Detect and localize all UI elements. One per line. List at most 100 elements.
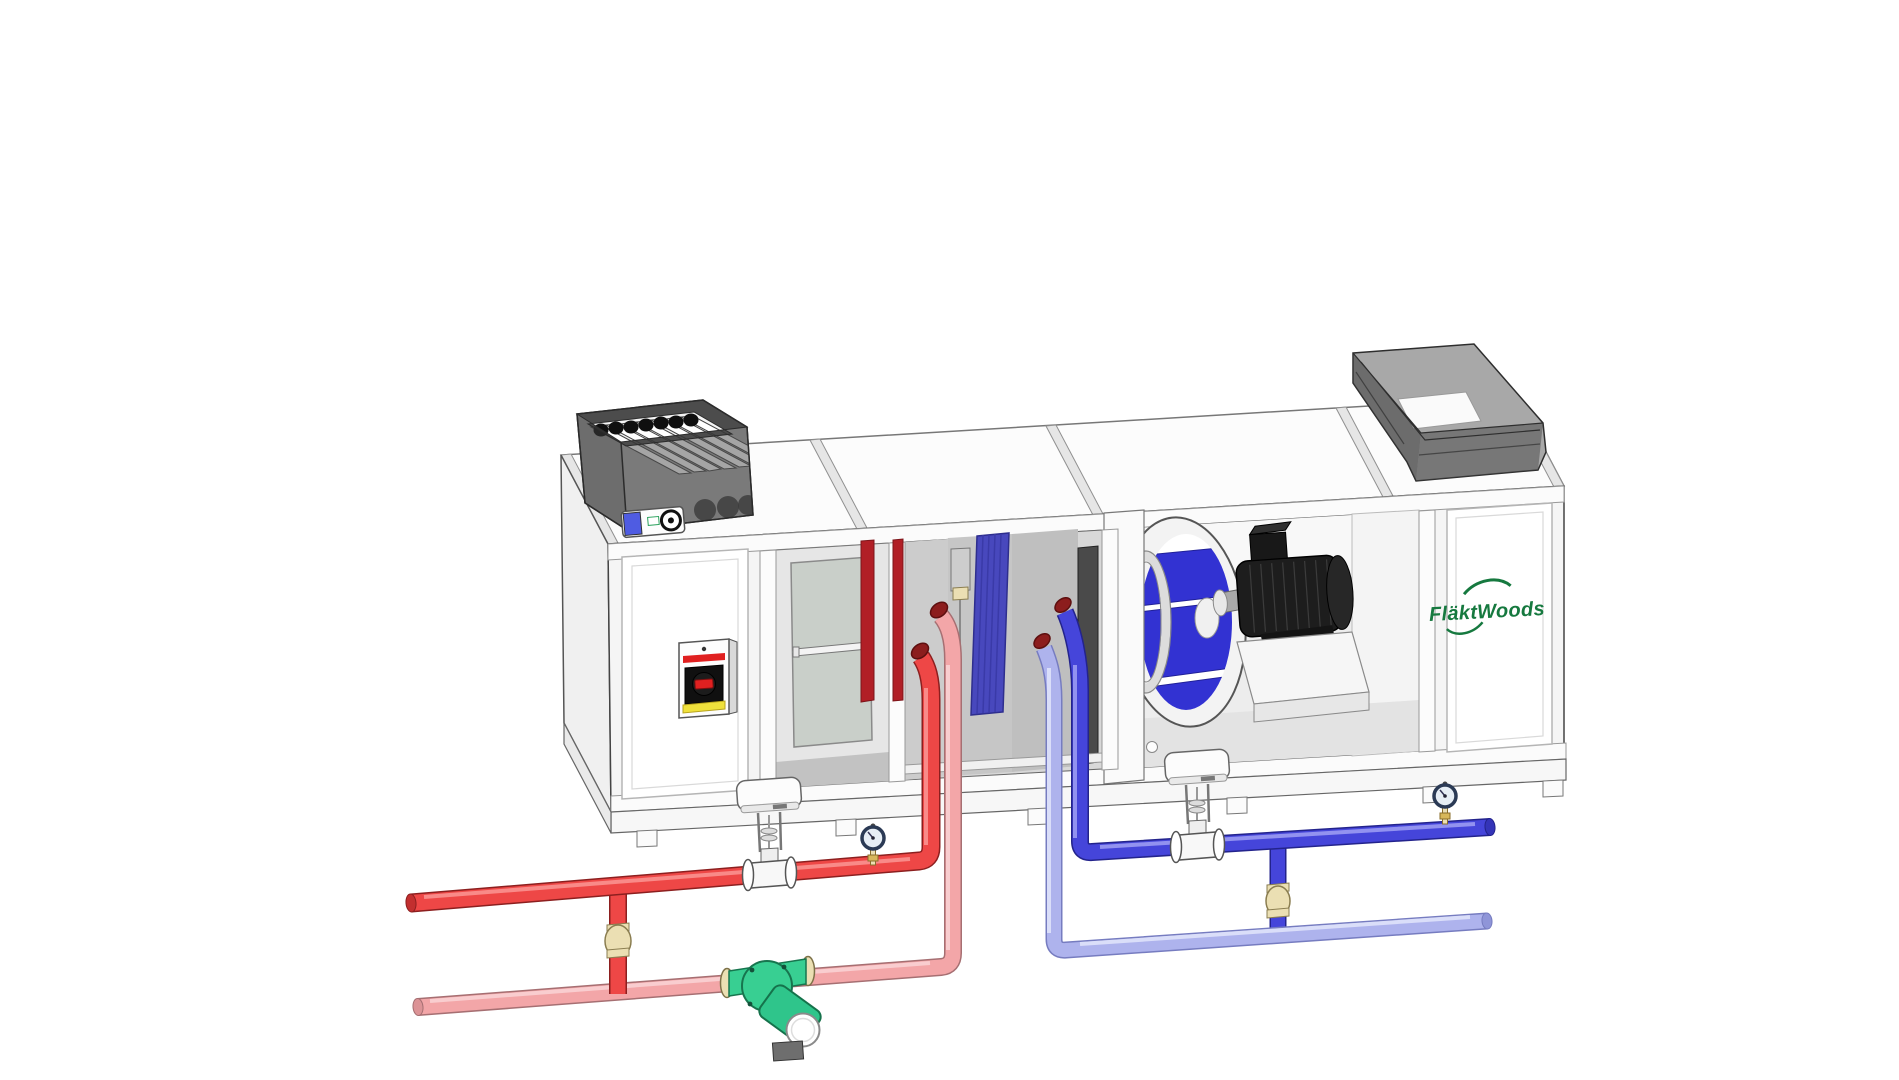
roller-cap <box>623 420 639 434</box>
roller-cap <box>608 421 624 435</box>
circulator-pump <box>719 955 822 1062</box>
door-handle-cap <box>792 646 800 658</box>
pipe-end-cap <box>405 893 417 913</box>
hot-control-valve <box>735 776 803 892</box>
motor-terminal-box <box>1249 531 1288 562</box>
chilled-return-highlight <box>1047 668 1471 946</box>
pipe-collar <box>1033 632 1051 650</box>
motor-ribs <box>1249 559 1332 633</box>
hood-molding-line <box>1355 371 1541 456</box>
panel-inner-border <box>631 558 739 790</box>
access-door-section <box>775 539 890 789</box>
valve-flange <box>741 858 755 892</box>
roller-cap <box>683 413 699 427</box>
gauge-nut <box>1439 812 1451 820</box>
valve-flange <box>1169 830 1183 864</box>
valve-stem-disc <box>1188 799 1206 807</box>
brand-logo-swoosh-top <box>1462 578 1512 596</box>
impeller-hub <box>1194 597 1220 639</box>
hood-left-wall <box>577 414 627 530</box>
pipe-collar <box>929 601 949 619</box>
motor-pedestal <box>1236 631 1370 705</box>
pump-motor-face-ring <box>790 1017 816 1043</box>
frame-post <box>1418 509 1436 753</box>
actuator-label <box>772 803 788 810</box>
chilled-control-valve <box>1163 748 1231 864</box>
chilled-supply-highlight <box>1073 665 1476 849</box>
valve-actuator <box>1163 748 1231 786</box>
valve-body <box>1178 831 1217 861</box>
base-foot <box>1542 779 1564 798</box>
roller-cap <box>638 418 654 432</box>
damper-actuator <box>620 505 686 539</box>
actuator-dial-center <box>667 517 674 524</box>
motor-shaft-hub <box>1212 589 1228 617</box>
base-foot <box>1027 807 1049 826</box>
hood-front-wall <box>621 427 753 530</box>
switch-yellow-label <box>682 700 726 714</box>
pump-bolt <box>781 964 787 970</box>
gauge-pivot <box>1443 794 1447 798</box>
brass-union-joint <box>1265 882 1291 919</box>
switch-dot <box>701 646 707 652</box>
motor-terminal-box-top <box>1248 521 1292 536</box>
sensor-pocket <box>950 547 971 592</box>
switch-box-side <box>728 638 738 715</box>
actuator-blue-end <box>622 511 643 537</box>
valve-flange <box>1212 828 1226 861</box>
pump-bolt <box>747 1001 753 1007</box>
front-top-band <box>607 485 1565 561</box>
hot-return-highlight <box>429 665 950 1003</box>
valve-stem-disc <box>760 827 778 835</box>
valve-actuator <box>735 776 803 814</box>
pipe-end-cap <box>1481 912 1493 930</box>
cooling-coil-piping <box>1033 596 1496 959</box>
pipe-collar <box>910 642 930 660</box>
valve-flange <box>784 856 798 889</box>
pump-terminal-box <box>771 1040 805 1062</box>
brass-union-joint <box>604 922 632 959</box>
pressure-gauge <box>1432 781 1458 825</box>
floor-hole <box>1146 741 1158 753</box>
motor-end-cap <box>1326 555 1354 630</box>
frame-post <box>759 549 777 789</box>
gauge-pivot <box>871 836 875 840</box>
brand-panel: FläktWoods <box>1429 502 1553 753</box>
base-left-end <box>563 722 612 834</box>
gauge-nut <box>867 854 879 862</box>
switch-panel <box>621 548 749 800</box>
valve-yoke-post <box>1184 783 1211 825</box>
filter-slab <box>892 538 904 702</box>
hood-left-wall <box>1353 353 1421 481</box>
switch-red-stripe <box>683 653 725 663</box>
valve-stem-disc <box>760 834 778 842</box>
roller-cap <box>653 416 669 430</box>
panel-inner-border <box>1455 511 1544 744</box>
exhaust-hood <box>1352 343 1547 482</box>
fan-motor <box>1212 521 1354 649</box>
chilled-return-pipe <box>1037 645 1488 958</box>
pipe-collar <box>1054 596 1072 614</box>
actuator-label <box>1200 775 1216 782</box>
fan-section <box>1103 509 1420 785</box>
base-foot <box>636 829 658 848</box>
switch-handle <box>694 678 714 690</box>
heating-coil-piping <box>405 601 962 1062</box>
base-foot <box>1226 796 1248 815</box>
chilled-supply-pipe <box>1058 608 1491 860</box>
safety-disconnect-switch <box>678 638 738 719</box>
valve-body <box>750 859 789 889</box>
pipe-end-cap <box>1484 818 1496 836</box>
brand-logo-swoosh-bottom <box>1446 621 1484 635</box>
actuator-label <box>647 515 660 526</box>
hot-return-pipe <box>417 611 961 1015</box>
sensor-pocket-cap <box>952 586 969 601</box>
pipe-end-cap <box>412 998 424 1016</box>
pressure-gauge <box>860 823 886 866</box>
coil-fin-line <box>976 533 1002 715</box>
roller-cap <box>668 415 684 429</box>
base-foot <box>835 818 857 837</box>
panel <box>1446 502 1553 753</box>
